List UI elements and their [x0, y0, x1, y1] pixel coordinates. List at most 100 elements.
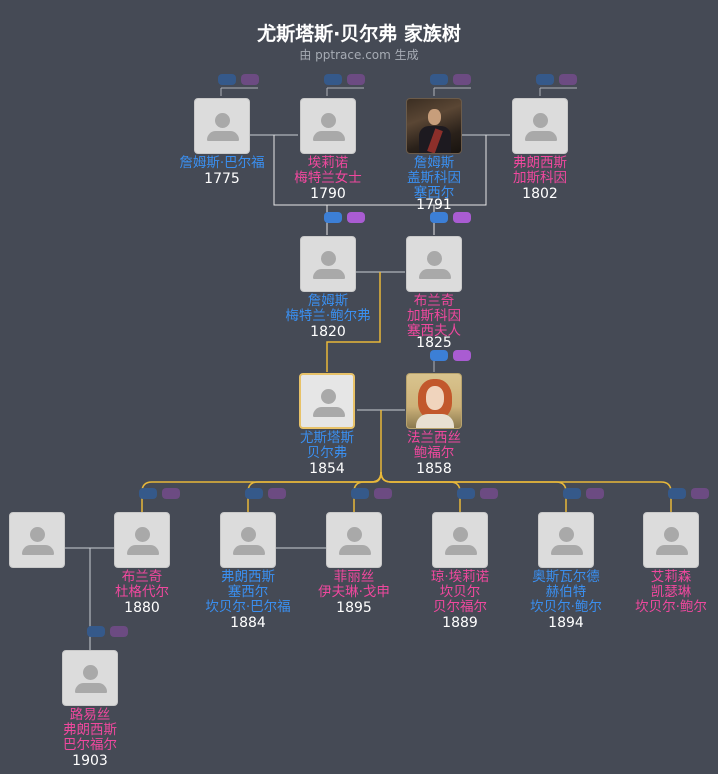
relative-buttons	[245, 488, 291, 500]
add-partner-icon[interactable]	[374, 488, 392, 499]
avatar[interactable]	[300, 236, 356, 292]
person-name: 法兰西丝鲍福尔	[407, 430, 461, 461]
add-partner-icon[interactable]	[110, 626, 128, 637]
person-silhouette-icon	[427, 251, 442, 266]
add-partner-icon[interactable]	[691, 488, 709, 499]
add-parent-icon[interactable]	[87, 626, 105, 637]
avatar[interactable]	[62, 650, 118, 706]
birth-year: 1880	[124, 600, 160, 616]
person-card[interactable]: 弗朗西斯加斯科因 1802	[475, 98, 605, 202]
avatar[interactable]	[643, 512, 699, 568]
add-parent-icon[interactable]	[536, 74, 554, 85]
add-parent-icon[interactable]	[324, 212, 342, 223]
person-silhouette-icon	[321, 389, 336, 404]
person-card[interactable]: 艾莉森凯瑟琳坎贝尔·鲍尔	[606, 512, 718, 615]
birth-year: 1802	[522, 186, 558, 202]
add-parent-icon[interactable]	[563, 488, 581, 499]
person-silhouette-icon	[30, 527, 45, 542]
person-card[interactable]: 布兰奇杜格代尔 1880	[77, 512, 207, 616]
person-name: 詹姆斯梅特兰·鲍尔弗	[285, 293, 371, 324]
add-partner-icon[interactable]	[453, 74, 471, 85]
birth-year: 1775	[204, 171, 240, 187]
add-parent-icon[interactable]	[218, 74, 236, 85]
person-card[interactable]: 詹姆斯盖斯科因塞西尔 1791	[369, 98, 499, 213]
add-parent-icon[interactable]	[430, 212, 448, 223]
relative-buttons	[536, 74, 582, 86]
person-card-selected[interactable]: 尤斯塔斯贝尔弗 1854	[262, 373, 392, 477]
avatar[interactable]	[114, 512, 170, 568]
relative-buttons	[324, 212, 370, 224]
person-card[interactable]	[0, 512, 102, 568]
add-partner-icon[interactable]	[480, 488, 498, 499]
relative-buttons	[139, 488, 185, 500]
birth-year: 1854	[309, 461, 345, 477]
relative-buttons	[563, 488, 609, 500]
birth-year: 1825	[416, 335, 452, 351]
portrait-photo[interactable]	[406, 98, 462, 154]
page-subtitle: 由 pptrace.com 生成	[299, 48, 419, 62]
relative-buttons	[457, 488, 503, 500]
portrait-photo[interactable]	[406, 373, 462, 429]
add-partner-icon[interactable]	[347, 74, 365, 85]
person-card[interactable]: 法兰西丝鲍福尔 1858	[369, 373, 499, 477]
birth-year: 1790	[310, 186, 346, 202]
person-name: 布兰奇杜格代尔	[115, 569, 169, 600]
person-card[interactable]: 詹姆斯梅特兰·鲍尔弗 1820	[263, 236, 393, 340]
add-partner-icon[interactable]	[347, 212, 365, 223]
person-card[interactable]: 布兰奇加斯科因塞西夫人 1825	[369, 236, 499, 351]
avatar[interactable]	[406, 236, 462, 292]
add-partner-icon[interactable]	[241, 74, 259, 85]
add-parent-icon[interactable]	[351, 488, 369, 499]
add-partner-icon[interactable]	[559, 74, 577, 85]
person-silhouette-icon	[559, 527, 574, 542]
person-silhouette-icon	[241, 527, 256, 542]
person-card[interactable]: 路易丝弗朗西斯巴尔福尔 1903	[25, 650, 155, 769]
person-card[interactable]: 菲丽丝伊夫琳·戈申 1895	[289, 512, 419, 616]
add-partner-icon[interactable]	[453, 350, 471, 361]
descent-line	[273, 135, 487, 206]
avatar[interactable]	[220, 512, 276, 568]
relative-buttons	[430, 74, 476, 86]
avatar[interactable]	[432, 512, 488, 568]
add-parent-icon[interactable]	[430, 350, 448, 361]
person-card[interactable]: 埃莉诺梅特兰女士 1790	[263, 98, 393, 202]
add-parent-icon[interactable]	[430, 74, 448, 85]
person-name: 尤斯塔斯贝尔弗	[300, 430, 354, 461]
person-card[interactable]: 弗朗西斯塞西尔坎贝尔·巴尔福 1884	[183, 512, 313, 631]
add-partner-icon[interactable]	[453, 212, 471, 223]
person-card[interactable]: 詹姆斯·巴尔福 1775	[157, 98, 287, 187]
person-card[interactable]: 奥斯瓦尔德赫伯特坎贝尔·鲍尔 1894	[501, 512, 631, 631]
avatar[interactable]	[9, 512, 65, 568]
add-parent-icon[interactable]	[245, 488, 263, 499]
person-silhouette-icon	[664, 527, 679, 542]
birth-year: 1791	[416, 197, 452, 213]
page-title: 尤斯塔斯·贝尔弗 家族树	[257, 23, 461, 45]
person-card[interactable]: 琼·埃莉诺坎贝尔贝尔福尔 1889	[395, 512, 525, 631]
add-partner-icon[interactable]	[268, 488, 286, 499]
person-silhouette-icon	[321, 251, 336, 266]
person-name: 弗朗西斯加斯科因	[513, 155, 567, 186]
add-partner-icon[interactable]	[586, 488, 604, 499]
relative-buttons	[351, 488, 397, 500]
person-name: 布兰奇加斯科因塞西夫人	[407, 293, 461, 339]
person-silhouette-icon	[215, 113, 230, 128]
person-name: 奥斯瓦尔德赫伯特坎贝尔·鲍尔	[530, 569, 602, 615]
birth-year: 1884	[230, 615, 266, 631]
add-partner-icon[interactable]	[162, 488, 180, 499]
add-parent-icon[interactable]	[668, 488, 686, 499]
avatar[interactable]	[538, 512, 594, 568]
add-parent-icon[interactable]	[139, 488, 157, 499]
add-parent-icon[interactable]	[457, 488, 475, 499]
avatar[interactable]	[512, 98, 568, 154]
person-silhouette-icon	[321, 113, 336, 128]
birth-year: 1820	[310, 324, 346, 340]
person-name: 弗朗西斯塞西尔坎贝尔·巴尔福	[205, 569, 291, 615]
avatar[interactable]	[300, 98, 356, 154]
relative-buttons	[430, 212, 476, 224]
person-name: 埃莉诺梅特兰女士	[294, 155, 362, 186]
avatar[interactable]	[194, 98, 250, 154]
avatar[interactable]	[299, 373, 355, 429]
birth-year: 1858	[416, 461, 452, 477]
avatar[interactable]	[326, 512, 382, 568]
add-parent-icon[interactable]	[324, 74, 342, 85]
